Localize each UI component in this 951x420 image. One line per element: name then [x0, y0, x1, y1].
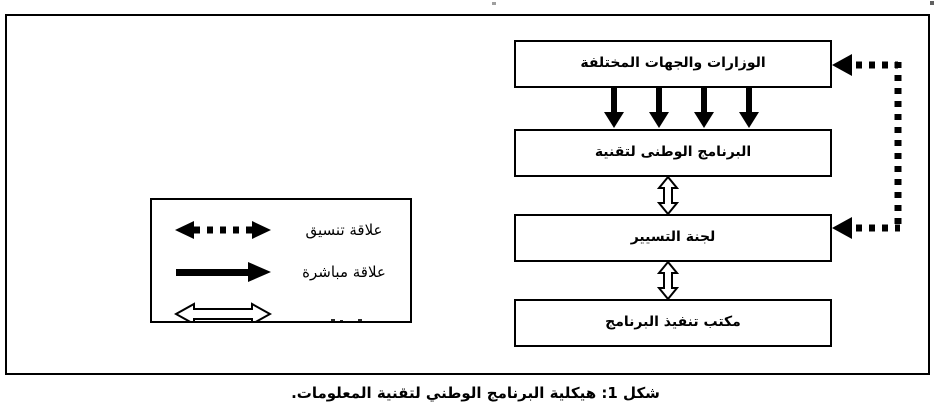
legend-clipped-text-artifact [358, 319, 362, 321]
dotted-double-arrow-icon [168, 219, 278, 241]
legend-label-coordination: علاقة تنسيق [305, 221, 383, 239]
edge-steering-to-office [657, 261, 679, 300]
edge-ministries-to-program-arrow-4 [738, 87, 760, 128]
solid-right-arrow-icon [168, 261, 278, 283]
node-steering-committee-label: لجنة التسيير [630, 229, 716, 246]
legend-clipped-text-artifact [331, 319, 335, 321]
edge-ministries-to-program-arrow-1 [603, 87, 625, 128]
legend: علاقة تنسيق علاقة مباشرة [150, 198, 412, 323]
hollow-double-arrow-icon [168, 301, 278, 321]
legend-row [152, 294, 410, 321]
legend-clipped-text-artifact [340, 320, 343, 321]
node-program-office[interactable]: مكتب تنفيذ البرنامج [514, 299, 832, 347]
node-program-office-label: مكتب تنفيذ البرنامج [605, 314, 741, 331]
top-clip-artifact [492, 2, 496, 5]
node-ministries[interactable]: الوزارات والجهات المختلفة [514, 40, 832, 88]
edge-ministries-to-program-arrow-2 [648, 87, 670, 128]
edge-program-to-steering [657, 176, 679, 215]
legend-label-direct: علاقة مباشرة [302, 263, 386, 281]
legend-row: علاقة مباشرة [152, 252, 410, 292]
figure-border: الوزارات والجهات المختلفة البرنامج الوطن… [5, 14, 930, 375]
legend-row: علاقة تنسيق [152, 210, 410, 250]
figure-caption: شكل 1: هيكلية البرنامج الوطني لتقنية الم… [291, 384, 660, 402]
edge-ministries-to-program-arrow-3 [693, 87, 715, 128]
node-national-program-label: البرنامج الوطنى لتقنية [594, 144, 752, 161]
node-steering-committee[interactable]: لجنة التسيير [514, 214, 832, 262]
top-clip-artifact [930, 1, 934, 5]
node-national-program[interactable]: البرنامج الوطنى لتقنية [514, 129, 832, 177]
edge-coordination-bracket [830, 38, 928, 250]
node-ministries-label: الوزارات والجهات المختلفة [580, 55, 766, 72]
